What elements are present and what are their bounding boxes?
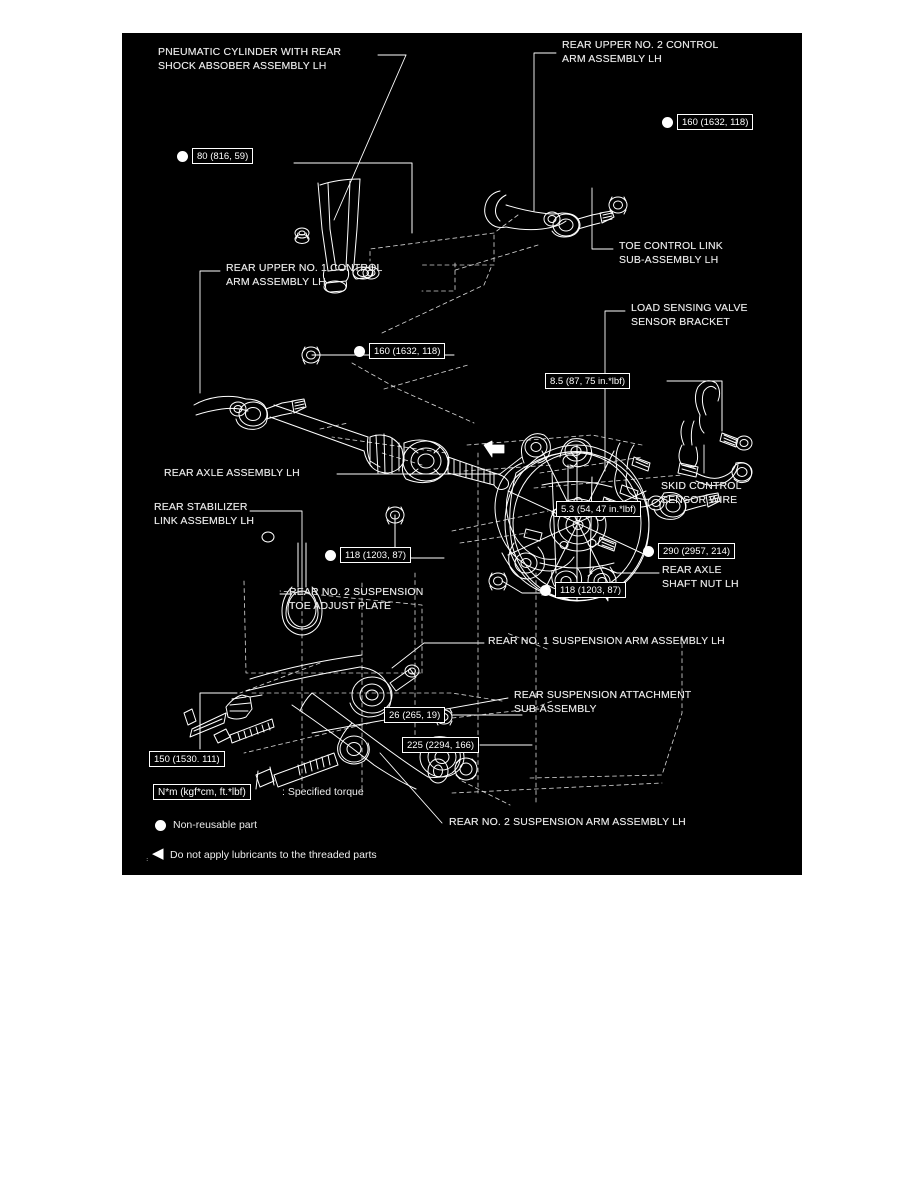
legend-no-lubricant-arrow-icon: ◀ <box>152 844 164 862</box>
diagram-panel: PNEUMATIC CYLINDER WITH REAR SHOCK ABSOB… <box>122 33 802 875</box>
torque-callout-225: 225 (2294, 166) <box>402 737 480 753</box>
label-rear-upper-no2-control-arm: REAR UPPER NO. 2 CONTROL ARM ASSEMBLY LH <box>562 39 719 65</box>
non-reusable-dot-160-upper1 <box>354 346 365 357</box>
label-rear-stabilizer-link: REAR STABILIZER LINK ASSEMBLY LH <box>154 501 255 527</box>
legend-torque-unit-suffix: : Specified torque <box>282 786 364 798</box>
label-rear-suspension-attachment: REAR SUSPENSION ATTACHMENT SUB-ASSEMBLY <box>514 689 692 715</box>
label-rear-axle-assembly: REAR AXLE ASSEMBLY LH <box>164 467 300 479</box>
label-rear-upper-no1-control-arm: REAR UPPER NO. 1 CONTROL ARM ASSEMBLY LH <box>226 262 383 288</box>
label-rear-axle-shaft-nut: REAR AXLE SHAFT NUT LH <box>662 564 739 590</box>
torque-callout-160-upper2: 160 (1632, 118) <box>677 114 754 130</box>
label-rear-no2-suspension-toe-adjust-plate: REAR NO. 2 SUSPENSION TOE ADJUST PLATE <box>289 586 424 612</box>
legend-non-reusable-text: Non-reusable part <box>173 819 258 831</box>
non-reusable-dot-118-upper <box>325 550 336 561</box>
torque-callout-8-5: 8.5 (87, 75 in.*lbf) <box>545 373 630 389</box>
torque-callout-80: 80 (816, 59) <box>192 148 254 164</box>
non-reusable-dot-118-lower <box>540 585 551 596</box>
torque-callout-118-lower: 118 (1203, 87) <box>555 582 627 598</box>
torque-callout-150: 150 (1530. 111) <box>149 751 225 767</box>
legend-torque-unit-box: N*m (kgf*cm, ft.*lbf) <box>153 784 251 800</box>
page-artifact-mark: ։ <box>146 856 149 863</box>
label-rear-no2-suspension-arm: REAR NO. 2 SUSPENSION ARM ASSEMBLY LH <box>449 816 686 828</box>
torque-callout-5-3: 5.3 (54, 47 in.*lbf) <box>556 501 641 517</box>
non-reusable-dot-160-upper2 <box>662 117 673 128</box>
non-reusable-dot-290 <box>643 546 654 557</box>
torque-callout-290: 290 (2957, 214) <box>658 543 736 559</box>
label-pneumatic-cylinder: PNEUMATIC CYLINDER WITH REAR SHOCK ABSOB… <box>158 46 342 72</box>
legend-no-lubricant-text: Do not apply lubricants to the threaded … <box>170 849 377 861</box>
legend-non-reusable-dot <box>155 820 166 831</box>
torque-callout-26: 26 (265, 19) <box>384 707 446 723</box>
label-skid-control-sensor-wire: SKID CONTROL SENSOR WIRE <box>661 480 742 506</box>
label-toe-control-link: TOE CONTROL LINK SUB-ASSEMBLY LH <box>619 240 723 266</box>
label-load-sensing-valve-bracket: LOAD SENSING VALVE SENSOR BRACKET <box>631 302 748 328</box>
torque-callout-160-upper1: 160 (1632, 118) <box>369 343 446 359</box>
label-rear-no1-suspension-arm: REAR NO. 1 SUSPENSION ARM ASSEMBLY LH <box>488 635 725 647</box>
non-reusable-dot-80 <box>177 151 188 162</box>
torque-callout-118-upper: 118 (1203, 87) <box>340 547 412 563</box>
